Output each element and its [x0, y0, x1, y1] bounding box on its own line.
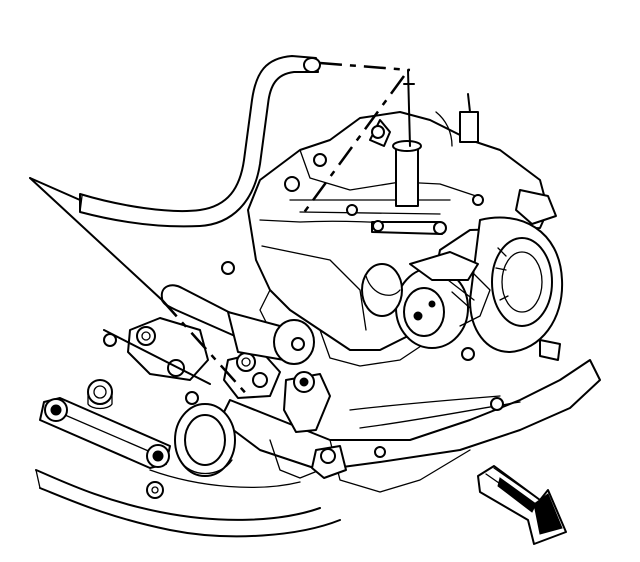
- engine-mounts: [103, 317, 347, 479]
- coolant-hose: [79, 55, 321, 228]
- bell-housing: [469, 189, 564, 361]
- heater-pipe: [160, 284, 315, 365]
- engine-block: [221, 69, 549, 367]
- callout-lines: [29, 61, 411, 399]
- cross-member: [39, 379, 171, 499]
- view-direction-arrow-icon: [477, 465, 567, 545]
- frame-rail: [35, 469, 341, 538]
- pulley-ring: [174, 403, 236, 477]
- timing-cover: [361, 263, 403, 317]
